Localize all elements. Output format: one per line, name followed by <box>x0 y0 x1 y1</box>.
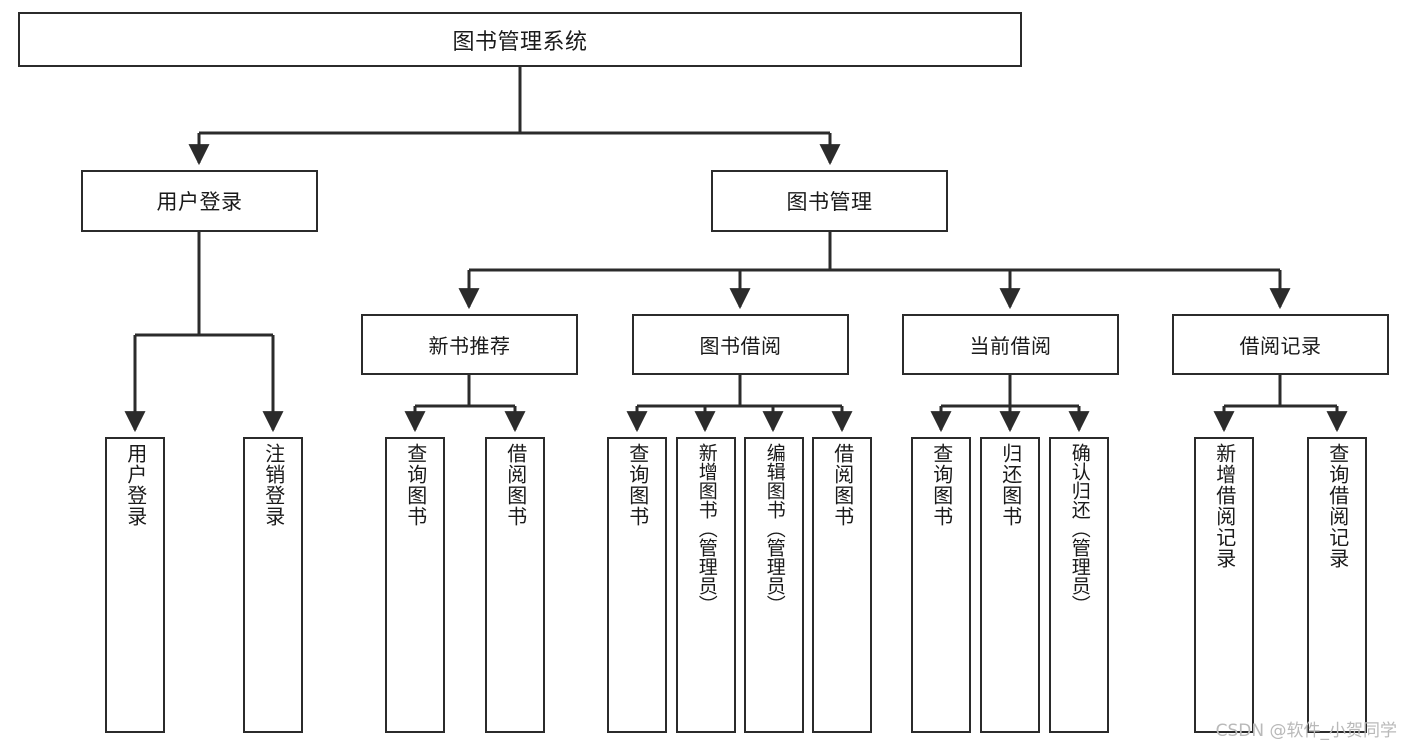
leaf-borrow-book-4[interactable]: 借阅图书 <box>812 437 872 733</box>
leaf-borrow-record-1-label: 新增借阅记录 <box>1212 443 1237 569</box>
node-new-book[interactable]: 新书推荐 <box>361 314 578 375</box>
node-user-login[interactable]: 用户登录 <box>81 170 318 232</box>
leaf-borrow-book-3[interactable]: 编辑图书（管理员） <box>744 437 804 733</box>
node-borrow-record[interactable]: 借阅记录 <box>1172 314 1389 375</box>
leaf-borrow-record-2-label: 查询借阅记录 <box>1325 443 1350 569</box>
leaf-borrow-book-3-label: 编辑图书（管理员） <box>763 443 786 614</box>
node-current-borrow-label: 当前借阅 <box>969 334 1052 358</box>
leaf-current-borrow-2-label: 归还图书 <box>998 443 1023 527</box>
leaf-borrow-book-2[interactable]: 新增图书（管理员） <box>676 437 736 733</box>
leaf-borrow-book-1[interactable]: 查询图书 <box>607 437 667 733</box>
node-book-manage[interactable]: 图书管理 <box>711 170 948 232</box>
node-root-label: 图书管理系统 <box>452 29 588 55</box>
leaf-borrow-record-2[interactable]: 查询借阅记录 <box>1307 437 1367 733</box>
leaf-borrow-book-2-label: 新增图书（管理员） <box>695 443 718 614</box>
node-borrow-record-label: 借阅记录 <box>1239 334 1322 358</box>
leaf-new-book-2-label: 借阅图书 <box>503 443 528 527</box>
leaf-new-book-1-label: 查询图书 <box>403 443 428 527</box>
leaf-current-borrow-2[interactable]: 归还图书 <box>980 437 1040 733</box>
node-current-borrow[interactable]: 当前借阅 <box>902 314 1119 375</box>
leaf-current-borrow-3-label: 确认归还（管理员） <box>1068 443 1091 614</box>
node-user-login-label: 用户登录 <box>156 190 243 214</box>
node-new-book-label: 新书推荐 <box>428 334 511 358</box>
leaf-user-login-1[interactable]: 用户登录 <box>105 437 165 733</box>
leaf-borrow-record-1[interactable]: 新增借阅记录 <box>1194 437 1254 733</box>
leaf-user-login-2-label: 注销登录 <box>261 443 286 527</box>
node-borrow-book-label: 图书借阅 <box>699 334 782 358</box>
leaf-current-borrow-1[interactable]: 查询图书 <box>911 437 971 733</box>
leaf-current-borrow-1-label: 查询图书 <box>929 443 954 527</box>
leaf-borrow-book-1-label: 查询图书 <box>625 443 650 527</box>
leaf-user-login-1-label: 用户登录 <box>123 443 148 527</box>
node-book-manage-label: 图书管理 <box>786 190 873 214</box>
leaf-user-login-2[interactable]: 注销登录 <box>243 437 303 733</box>
leaf-current-borrow-3[interactable]: 确认归还（管理员） <box>1049 437 1109 733</box>
node-root[interactable]: 图书管理系统 <box>18 12 1022 67</box>
leaf-new-book-1[interactable]: 查询图书 <box>385 437 445 733</box>
node-borrow-book[interactable]: 图书借阅 <box>632 314 849 375</box>
leaf-borrow-book-4-label: 借阅图书 <box>830 443 855 527</box>
leaf-new-book-2[interactable]: 借阅图书 <box>485 437 545 733</box>
